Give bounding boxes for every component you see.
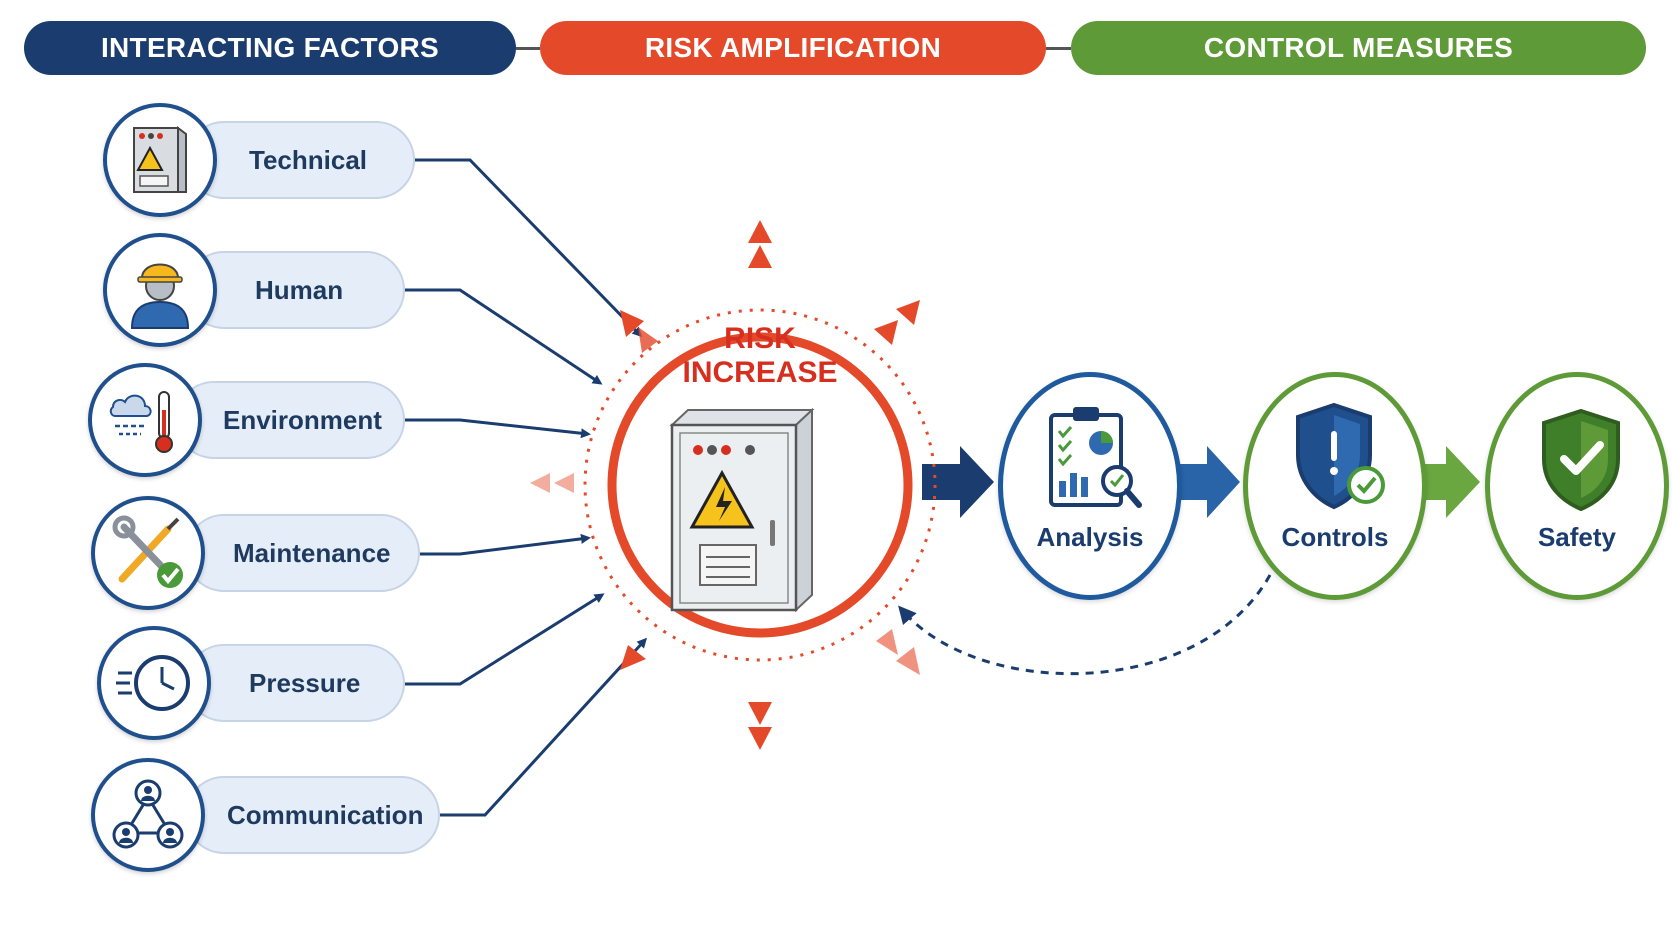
worker-icon	[130, 263, 190, 329]
weather-thermometer-icon	[109, 391, 173, 453]
factor-communication-label: Communication	[227, 799, 424, 830]
control-measures-header: CONTROL MEASURES	[1071, 21, 1646, 75]
electrical-cabinet-warning-icon	[669, 407, 815, 613]
risk-dotted-ring	[583, 308, 937, 662]
risk-amplification-header: RISK AMPLIFICATION	[540, 21, 1046, 75]
shield-alert-check-icon	[1296, 402, 1385, 510]
communication-connector	[440, 637, 648, 817]
factor-technical-circle	[103, 103, 217, 217]
factor-pressure-label: Pressure	[249, 667, 361, 698]
network-people-icon	[112, 779, 184, 849]
stage-controls-circle: Controls	[1243, 372, 1427, 600]
factor-environment-circle	[88, 363, 202, 477]
arrow-to-safety	[1418, 446, 1480, 518]
arrow-to-analysis	[922, 446, 994, 518]
factor-pressure-pill: Pressure	[185, 644, 405, 722]
stage-safety-label: Safety	[1537, 522, 1617, 552]
stage-analysis-label: Analysis	[1036, 522, 1144, 552]
risk-line: RISK	[724, 322, 796, 355]
interacting-factors-title: INTERACTING FACTORS	[100, 32, 440, 63]
shield-check-icon	[1542, 408, 1620, 511]
factor-technical-pill: Technical	[185, 121, 415, 199]
header-connector	[516, 47, 540, 50]
factor-human-pill: Human	[185, 251, 405, 329]
factor-environment-label: Environment	[223, 404, 382, 435]
factor-human-label: Human	[255, 274, 344, 305]
factor-maintenance-pill: Maintenance	[185, 514, 420, 592]
risk-amplification-title: RISK AMPLIFICATION	[644, 32, 942, 63]
factor-communication-pill: Communication	[185, 776, 440, 854]
factor-maintenance-circle	[91, 496, 205, 610]
human-connector	[405, 288, 603, 385]
clock-icon	[116, 655, 190, 711]
factor-human-circle	[103, 233, 217, 347]
header-connector	[1046, 47, 1071, 50]
factor-communication-circle	[91, 758, 205, 872]
wrench-screwdriver-icon	[112, 515, 183, 588]
risk-increase-label: RISK INCREASE	[570, 322, 950, 402]
factor-pressure-circle	[97, 626, 211, 740]
outward-arrows	[530, 220, 920, 750]
factor-environment-pill: Environment	[175, 381, 405, 459]
factor-maintenance-label: Maintenance	[233, 537, 391, 568]
maintenance-connector	[420, 533, 591, 556]
technical-connector	[415, 158, 643, 338]
risk-amplification-graphic	[530, 220, 937, 750]
interacting-factors-header: INTERACTING FACTORS	[24, 21, 516, 75]
environment-connector	[405, 418, 591, 439]
clipboard-chart-magnifier-icon	[1049, 407, 1142, 508]
feedback-arrow	[898, 574, 1272, 676]
increase-line: INCREASE	[682, 356, 838, 389]
arrow-to-controls	[1178, 446, 1240, 518]
stage-analysis-circle: Analysis	[998, 372, 1182, 600]
stage-controls-label: Controls	[1281, 522, 1389, 552]
factor-technical-label: Technical	[249, 144, 368, 175]
electrical-cabinet-icon	[133, 126, 187, 193]
pressure-connector	[405, 593, 605, 686]
control-measures-title: CONTROL MEASURES	[1203, 32, 1514, 63]
stage-safety-circle: Safety	[1485, 372, 1669, 600]
